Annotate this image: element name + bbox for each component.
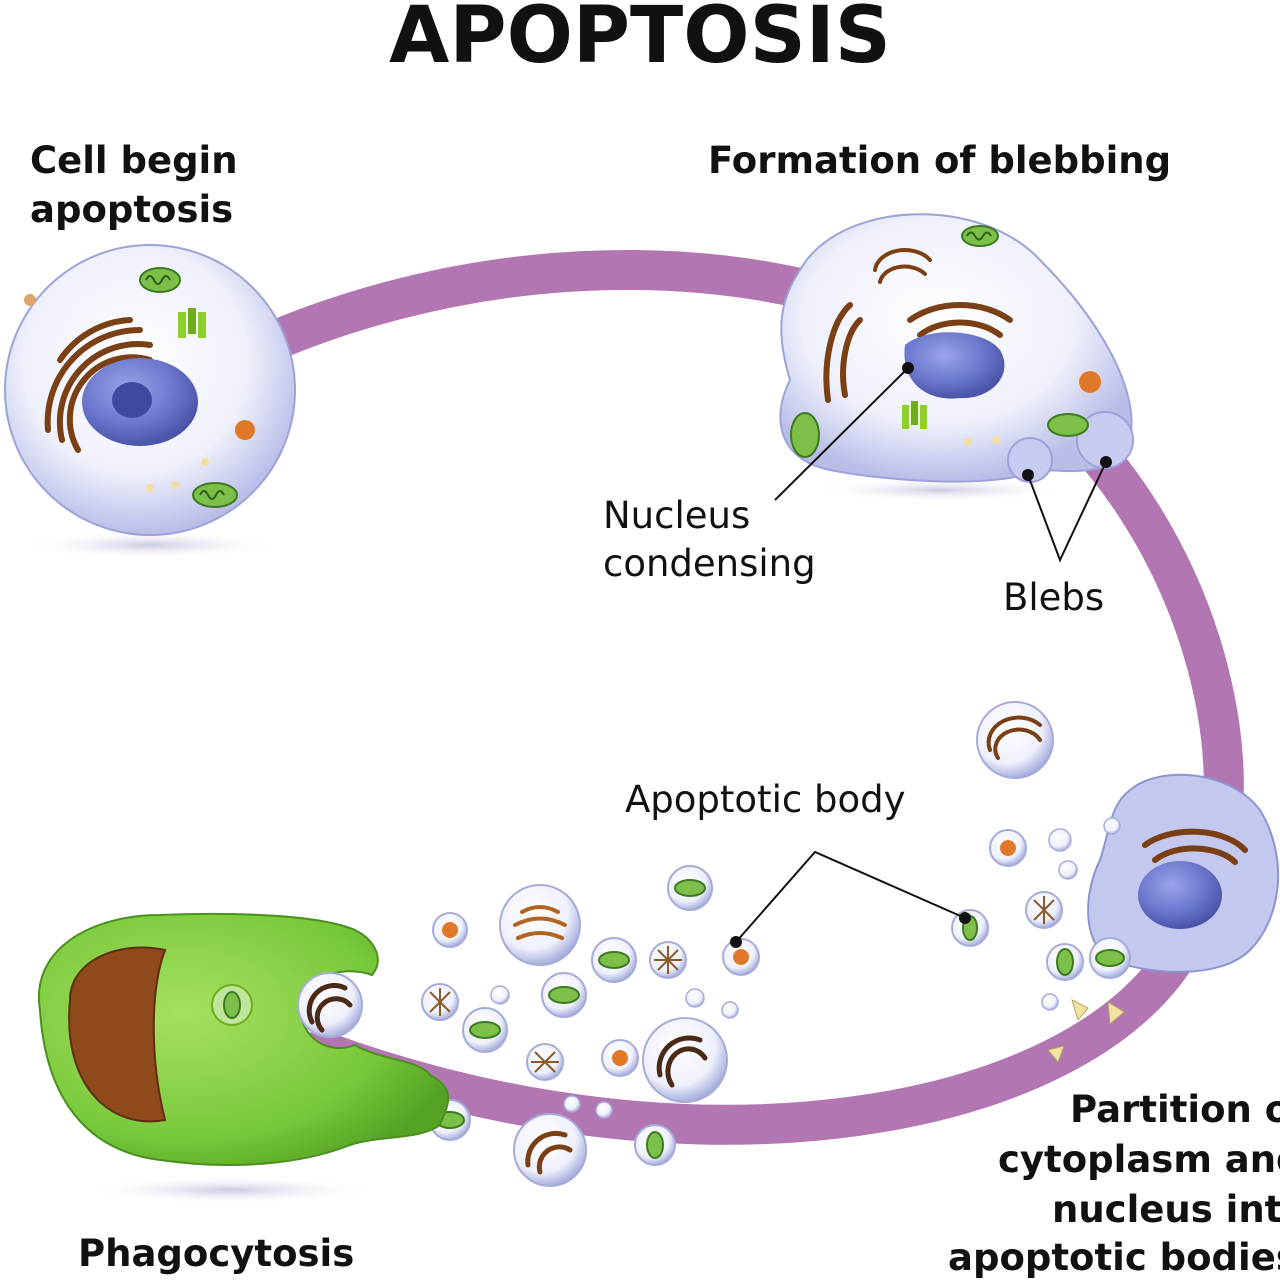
vesicle-body <box>601 1039 639 1077</box>
golgi-icon <box>873 248 932 284</box>
nucleolus-icon <box>112 382 152 418</box>
diagram-title: APOPTOSIS <box>389 0 891 81</box>
apoptotic-body <box>513 1113 587 1187</box>
stage-label-partition: Partition of <box>1070 1088 1280 1131</box>
vesicle-icon <box>171 481 179 489</box>
engulfed-mitochondria <box>211 984 253 1026</box>
cytoskeleton-body <box>649 941 687 979</box>
label-nucleus-condensing: condensing <box>603 542 816 585</box>
stage-label-phagocytosis: Phagocytosis <box>78 1232 354 1275</box>
stage-label-partition: apoptotic bodies <box>948 1236 1280 1279</box>
vesicle-icon <box>235 420 255 440</box>
healthy-cell <box>4 244 296 536</box>
nucleus-icon <box>1138 861 1222 929</box>
shadow <box>810 478 1070 502</box>
vesicle-icon <box>992 436 1000 444</box>
phagocyte-nucleus <box>68 946 167 1123</box>
vesicle-icon <box>24 294 36 306</box>
vesicle-body <box>722 938 760 976</box>
leader-dots <box>730 362 1112 948</box>
vesicle-body <box>989 829 1027 867</box>
label-nucleus-condensing: Nucleus <box>603 494 750 537</box>
mitochondria-icon <box>790 412 820 458</box>
vesicle-icon <box>1079 371 1101 393</box>
cytoskeleton-body <box>421 983 459 1021</box>
mitochondria-body <box>541 972 587 1018</box>
golgi-icon <box>44 317 153 453</box>
leader-lines <box>735 367 1107 943</box>
stage-label-partition: cytoplasm and <box>998 1138 1280 1181</box>
shadow <box>80 1176 380 1204</box>
golgi-icon <box>1142 828 1248 865</box>
nucleus-icon <box>904 332 1005 399</box>
label-apoptotic-body: Apoptotic body <box>625 778 905 821</box>
mitochondria-body <box>1046 943 1084 981</box>
golgi-icon <box>823 301 1013 403</box>
stage-label-blebbing: Formation of blebbing <box>708 139 1171 182</box>
vesicle-icon <box>964 438 972 446</box>
centriole-icon <box>902 401 927 429</box>
stage-label-start: apoptosis <box>30 188 233 231</box>
centriole-icon <box>178 308 206 338</box>
cell-debris <box>1047 999 1125 1063</box>
cytoskeleton-body <box>526 1043 564 1081</box>
phagocyte <box>37 912 450 1166</box>
pathway-arc <box>155 250 1244 1145</box>
stage-label-partition: nucleus into <box>1052 1188 1280 1231</box>
shadow <box>20 531 280 559</box>
apoptotic-body <box>499 884 581 966</box>
label-blebs: Blebs <box>1003 576 1104 619</box>
cytoskeleton-body <box>1025 891 1063 929</box>
apoptotic-body <box>976 701 1054 779</box>
small-bubble <box>490 817 1121 1119</box>
mitochondria-icon <box>961 225 999 247</box>
mitochondria-icon <box>1047 413 1089 437</box>
vesicle-icon <box>146 484 154 492</box>
apoptotic-body <box>642 1017 728 1103</box>
mitochondria-body <box>634 1124 676 1166</box>
mitochondria-body <box>1089 937 1131 979</box>
vesicle-body <box>432 912 468 948</box>
mitochondria-body <box>591 937 637 983</box>
mitochondria-icon <box>192 482 238 508</box>
engulfed-body <box>297 972 363 1038</box>
bleb <box>1076 411 1134 469</box>
vesicle-icon <box>201 458 209 466</box>
mitochondria-body <box>667 865 713 911</box>
partitioning-cell <box>1087 773 1280 973</box>
stage-label-start: Cell begin <box>30 139 238 182</box>
blebbing-cell <box>779 213 1134 483</box>
mitochondria-body <box>462 1007 508 1053</box>
mitochondria-icon <box>139 267 181 293</box>
